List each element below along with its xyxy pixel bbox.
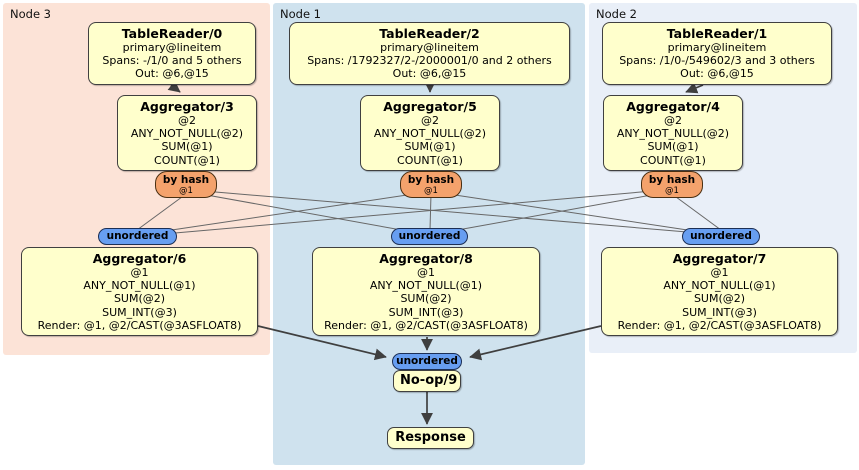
box-line: SUM(@2) (693, 292, 746, 306)
flow-arrow (685, 82, 704, 94)
router-by-hash: by hash @1 (400, 171, 462, 198)
router-detail: @1 (665, 186, 679, 196)
box-line: Out: @6,@15 (135, 67, 209, 81)
processor-title: Aggregator/8 (379, 251, 473, 266)
processor-title: Aggregator/3 (140, 99, 234, 114)
router-label: by hash (407, 174, 455, 186)
box-line: Render: @1, @2/CAST(@3ASFLOAT8) (617, 318, 822, 332)
box-line: COUNT(@1) (640, 153, 706, 167)
box-line: SUM_INT(@3) (682, 305, 757, 319)
box-line: Spans: /1/0-/549602/3 and 3 others (619, 54, 815, 68)
box-line: primary@lineitem (380, 41, 479, 54)
box-line: ANY_NOT_NULL(@2) (130, 127, 244, 141)
sync-unordered: unordered (391, 228, 468, 245)
box-line: SUM(@1) (647, 140, 699, 154)
processor-title: TableReader/1 (666, 26, 768, 41)
flow-arrows (167, 80, 704, 425)
box-line: @2 (178, 114, 196, 127)
box-line: ANY_NOT_NULL(@1) (369, 279, 483, 293)
box-line: Spans: /1792327/2-/2000001/0 and 2 other… (307, 54, 552, 68)
processor-title: TableReader/0 (121, 26, 223, 41)
stream-edge (191, 189, 688, 233)
box-line: Render: @1, @2/CAST(@3ASFLOAT8) (324, 318, 528, 332)
stream-edge (429, 193, 432, 231)
router-detail: @1 (179, 186, 193, 196)
box-line: ANY_NOT_NULL(@1) (83, 279, 196, 293)
processor-title: Aggregator/6 (92, 251, 187, 266)
stream-edge (164, 191, 428, 232)
router-label: by hash (648, 174, 696, 186)
processor-title: TableReader/2 (379, 26, 480, 41)
box-line: SUM(@1) (161, 140, 213, 154)
node-region-label: Node 2 (596, 7, 637, 21)
stream-edge (174, 189, 665, 234)
box-line: ANY_NOT_NULL(@1) (663, 279, 776, 293)
box-line: ANY_NOT_NULL(@2) (373, 127, 487, 141)
router-label: by hash (162, 174, 210, 186)
sync-unordered-final: unordered (392, 353, 462, 370)
box-line: ANY_NOT_NULL(@2) (616, 127, 730, 141)
processor-title: Aggregator/7 (672, 251, 767, 266)
box-line: Spans: -/1/0 and 5 others (102, 54, 242, 68)
box-line: SUM(@2) (113, 292, 166, 306)
stream-edge (671, 193, 722, 231)
flow-arrow (167, 80, 181, 93)
router-detail: @1 (424, 186, 438, 196)
stream-edge (136, 193, 187, 231)
processor-title: No-op/9 (400, 373, 458, 388)
box-line: primary@lineitem (667, 41, 767, 54)
router-by-hash: by hash @1 (155, 171, 217, 198)
box-line: COUNT(@1) (397, 153, 463, 167)
flow-arrow (469, 325, 602, 361)
flow-arrow (257, 325, 387, 361)
hash-stream-edges (136, 189, 722, 234)
box-line: @2 (664, 114, 682, 127)
box-line: COUNT(@1) (154, 153, 220, 167)
response-node: Response (387, 427, 474, 449)
processor-title: Response (395, 430, 466, 445)
sync-unordered: unordered (98, 228, 177, 245)
box-line: SUM(@1) (404, 140, 456, 154)
box-line: primary@lineitem (122, 41, 222, 54)
box-line: SUM_INT(@3) (388, 305, 464, 319)
box-line: Render: @1, @2/CAST(@3ASFLOAT8) (37, 318, 242, 332)
box-line: SUM(@2) (400, 292, 452, 306)
box-line: Out: @6,@15 (392, 67, 467, 81)
box-line: SUM_INT(@3) (102, 305, 177, 319)
node-region-label: Node 1 (280, 7, 321, 21)
node-region-label: Node 3 (10, 7, 51, 21)
sync-unordered: unordered (682, 228, 760, 245)
processor-title: Aggregator/5 (383, 99, 477, 114)
stream-edge (451, 191, 669, 232)
stream-edge (434, 191, 695, 232)
box-line: @1 (710, 266, 729, 279)
box-line: @1 (130, 266, 149, 279)
processor-noop: No-op/9 (393, 370, 461, 392)
processor-title: Aggregator/4 (626, 99, 720, 114)
router-by-hash: by hash @1 (641, 171, 703, 198)
box-line: @1 (417, 266, 435, 279)
box-line: @2 (421, 114, 439, 127)
box-line: Out: @6,@15 (680, 67, 754, 81)
